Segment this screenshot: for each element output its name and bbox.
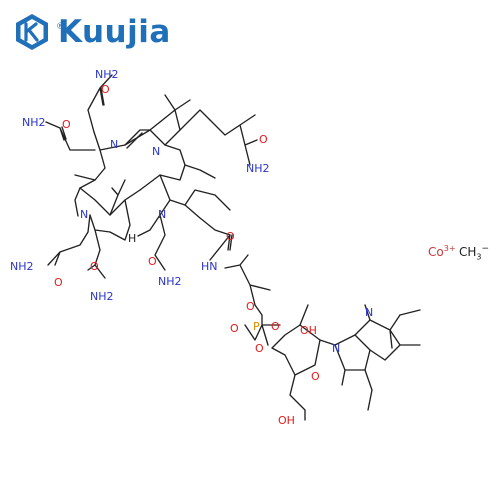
- amide-nh2-label: NH2: [95, 68, 119, 81]
- ring-nitrogen-label: N: [80, 208, 88, 221]
- carbonyl-oxygen-label: O: [226, 230, 235, 243]
- brand-logo: Kuujia ®: [12, 12, 171, 52]
- cobalt-charge: 3+: [443, 244, 456, 253]
- benzimidazole-nitrogen-label: N: [332, 342, 340, 355]
- ring-oxygen-label: O: [311, 370, 320, 383]
- methyl-symbol: CH: [459, 245, 477, 259]
- methyl-charge: −: [481, 244, 490, 254]
- cobalt-symbol: Co: [428, 245, 444, 259]
- carbonyl-oxygen-label: O: [148, 255, 157, 268]
- benzimidazole-nitrogen-label: N: [365, 306, 373, 319]
- amide-nh2-label: NH2: [246, 162, 270, 175]
- ring-nitrogen-label: N: [152, 145, 160, 158]
- cobalt-ion: Co3+: [428, 244, 456, 259]
- amide-nh2-label: NH2: [90, 290, 114, 303]
- hydrogen-label: H: [128, 232, 136, 245]
- carbonyl-oxygen-label: O: [62, 118, 71, 131]
- phosphate-oxygen-minus-label: O: [230, 322, 239, 335]
- carbonyl-oxygen-label: O: [54, 276, 63, 289]
- methyl-anion: CH3−: [459, 244, 489, 261]
- phosphate-oxygen-label: O: [271, 320, 280, 333]
- ester-oxygen-label: O: [246, 300, 255, 313]
- methyl-subscript: 3: [476, 252, 482, 262]
- phosphorus-label: P: [253, 320, 260, 333]
- ring-nitrogen-label: N: [110, 138, 118, 151]
- amide-nh2-label: NH2: [10, 260, 34, 273]
- carbonyl-oxygen-label: O: [90, 260, 99, 273]
- amide-nh2-label: NH2: [22, 116, 46, 129]
- amine-hn-label: HN: [201, 260, 218, 273]
- kuujia-logo-icon: [16, 14, 48, 50]
- carbonyl-oxygen-label: O: [101, 83, 110, 96]
- amide-nh2-label: NH2: [158, 275, 182, 288]
- hydroxyl-label: OH: [300, 324, 317, 337]
- registered-mark: ®: [56, 22, 65, 32]
- hydroxyl-label: OH: [278, 414, 295, 427]
- atom-labels: NH2 O NH2 O NH2 O NH2 O NH2 O NH2 O O N …: [10, 68, 373, 427]
- brand-name: Kuujia: [58, 14, 171, 50]
- phosphate-oxygen-label: O: [255, 342, 264, 355]
- carbonyl-oxygen-label: O: [259, 133, 268, 146]
- bond-skeleton: [45, 74, 421, 421]
- ring-nitrogen-label: N: [158, 208, 166, 221]
